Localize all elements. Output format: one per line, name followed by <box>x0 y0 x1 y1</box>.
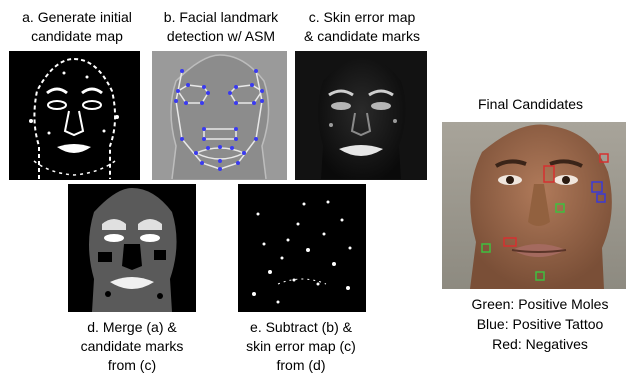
merged-map-image <box>68 184 196 312</box>
caption-a-line2: candidate map <box>6 27 148 46</box>
caption-d: d. Merge (a) & candidate marks from (c) <box>60 318 204 375</box>
subtracted-map-image <box>238 184 366 312</box>
caption-d-line2: candidate marks <box>60 337 204 356</box>
legend-blue: Blue: Positive Tattoo <box>447 316 631 332</box>
legend-green: Green: Positive Moles <box>447 296 631 312</box>
caption-b-line1: b. Facial landmark <box>148 8 294 27</box>
caption-b-line2: detection w/ ASM <box>148 27 294 46</box>
caption-a-line1: a. Generate initial <box>6 8 148 27</box>
caption-a: a. Generate initial candidate map <box>6 8 148 46</box>
legend-red: Red: Negatives <box>447 336 631 352</box>
caption-e-line2: skin error map (c) <box>226 337 376 356</box>
caption-e-line1: e. Subtract (b) & <box>226 318 376 337</box>
skin-error-map-image <box>295 51 427 180</box>
caption-c-line2: & candidate marks <box>290 27 434 46</box>
panel-e-subtracted-map <box>238 184 366 312</box>
candidate-map-image <box>9 51 140 180</box>
face-photo <box>442 122 626 289</box>
caption-d-line1: d. Merge (a) & <box>60 318 204 337</box>
caption-b: b. Facial landmark detection w/ ASM <box>148 8 294 46</box>
caption-d-line3: from (c) <box>60 356 204 375</box>
panel-c-skin-error-map <box>295 51 427 180</box>
panel-a-candidate-map <box>9 51 140 180</box>
landmark-detection-image <box>152 51 287 180</box>
caption-c: c. Skin error map & candidate marks <box>290 8 434 46</box>
final-candidates-title: Final Candidates <box>478 96 583 112</box>
caption-e-line3: from (d) <box>226 356 376 375</box>
panel-b-landmarks <box>152 51 287 180</box>
caption-e: e. Subtract (b) & skin error map (c) fro… <box>226 318 376 375</box>
caption-c-line1: c. Skin error map <box>290 8 434 27</box>
panel-d-merged-map <box>68 184 196 312</box>
final-candidates-photo <box>442 122 626 289</box>
